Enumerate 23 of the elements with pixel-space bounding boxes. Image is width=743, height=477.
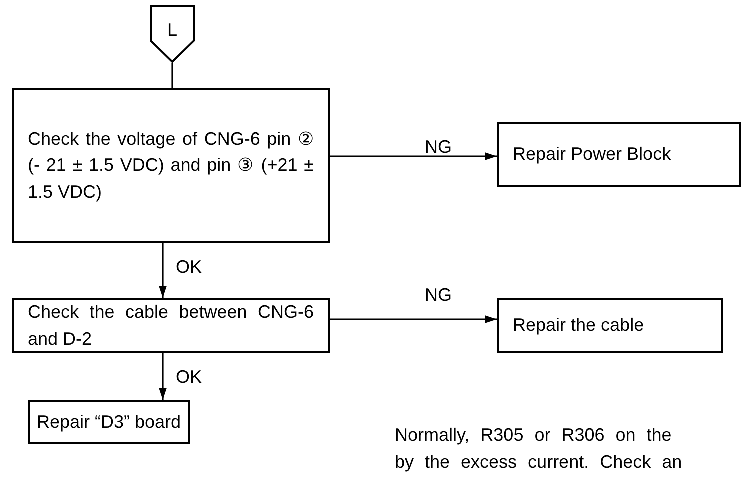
off-page-connector bbox=[150, 5, 195, 63]
edge-label: OK bbox=[176, 258, 202, 276]
arrow bbox=[330, 316, 497, 324]
process-box bbox=[497, 298, 723, 353]
connector-letter: L bbox=[167, 20, 178, 40]
edge-label: NG bbox=[425, 138, 452, 156]
box-text: Repair “D3” board bbox=[36, 410, 182, 434]
note-text: Normally, R305 or R306 on the bbox=[395, 424, 673, 447]
box-text: Check the voltage of CNG-6 pin ② (- 21 ± 1.5 VDC) and pin ③ (+21 ± 1.5 VDC) bbox=[28, 128, 314, 204]
box-text: Check the cable between CNG-6 and D-2 bbox=[28, 301, 314, 350]
process-box bbox=[497, 122, 741, 187]
process-box bbox=[12, 298, 330, 353]
arrow bbox=[159, 243, 167, 298]
edge-label: OK bbox=[176, 368, 202, 386]
arrow bbox=[330, 152, 497, 160]
box-text: Repair Power Block bbox=[513, 143, 672, 166]
note-text: by the excess current. Check an bbox=[395, 451, 684, 474]
box-text: Repair the cable bbox=[513, 314, 646, 338]
edge-label: NG bbox=[425, 286, 452, 304]
connector-line bbox=[172, 63, 174, 88]
arrow bbox=[159, 353, 167, 400]
process-box bbox=[12, 88, 330, 243]
process-box bbox=[28, 400, 190, 444]
